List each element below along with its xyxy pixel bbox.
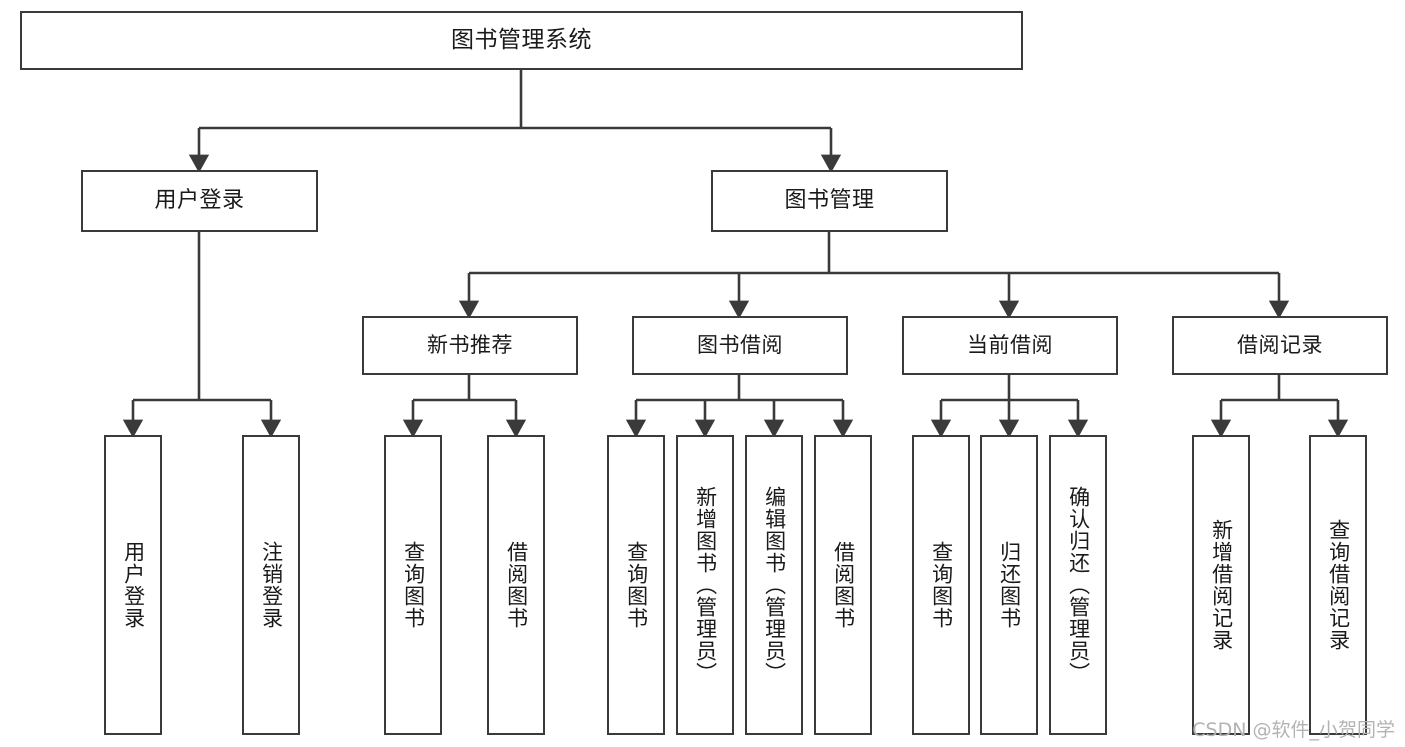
node-book-management[interactable]: 图书管理 — [711, 170, 948, 232]
leaf-borrow-book-recommend[interactable]: 借阅图书 — [487, 435, 545, 735]
node-label: 图书管理系统 — [451, 26, 592, 53]
node-label: 编辑图书（管理员） — [762, 486, 787, 684]
leaf-logout[interactable]: 注销登录 — [242, 435, 300, 735]
leaf-return-book[interactable]: 归还图书 — [980, 435, 1038, 735]
node-new-book-recommend[interactable]: 新书推荐 — [362, 316, 578, 375]
node-label: 用户登录 — [154, 188, 245, 214]
node-label: 图书管理 — [784, 188, 875, 214]
node-label: 借阅图书 — [504, 541, 529, 629]
node-root-system[interactable]: 图书管理系统 — [20, 11, 1023, 70]
node-label: 查询借阅记录 — [1326, 519, 1351, 651]
leaf-query-book-borrow[interactable]: 查询图书 — [607, 435, 665, 735]
leaf-user-login[interactable]: 用户登录 — [104, 435, 162, 735]
node-label: 用户登录 — [121, 541, 146, 629]
node-label: 新增借阅记录 — [1209, 519, 1234, 651]
leaf-confirm-return-admin[interactable]: 确认归还（管理员） — [1049, 435, 1107, 735]
leaf-add-borrow-record[interactable]: 新增借阅记录 — [1192, 435, 1250, 735]
node-label: 确认归还（管理员） — [1066, 486, 1091, 684]
node-label: 查询图书 — [929, 541, 954, 629]
leaf-borrow-book[interactable]: 借阅图书 — [814, 435, 872, 735]
leaf-query-book-recommend[interactable]: 查询图书 — [384, 435, 442, 735]
node-current-borrow[interactable]: 当前借阅 — [902, 316, 1118, 375]
node-label: 图书借阅 — [697, 333, 783, 358]
node-label: 归还图书 — [997, 541, 1022, 629]
leaf-add-book-admin[interactable]: 新增图书（管理员） — [676, 435, 734, 735]
node-book-borrow[interactable]: 图书借阅 — [632, 316, 848, 375]
node-label: 新书推荐 — [427, 333, 513, 358]
leaf-query-borrow-record[interactable]: 查询借阅记录 — [1309, 435, 1367, 735]
leaf-edit-book-admin[interactable]: 编辑图书（管理员） — [745, 435, 803, 735]
node-label: 查询图书 — [401, 541, 426, 629]
node-label: 查询图书 — [624, 541, 649, 629]
node-label: 借阅记录 — [1237, 333, 1323, 358]
node-label: 借阅图书 — [831, 541, 856, 629]
node-borrow-record[interactable]: 借阅记录 — [1172, 316, 1388, 375]
node-label: 注销登录 — [259, 541, 284, 629]
leaf-query-book-current[interactable]: 查询图书 — [912, 435, 970, 735]
node-label: 当前借阅 — [967, 333, 1053, 358]
node-label: 新增图书（管理员） — [693, 486, 718, 684]
watermark-text: CSDN @软件_小贺同学 — [1192, 719, 1395, 741]
node-user-login[interactable]: 用户登录 — [81, 170, 318, 232]
